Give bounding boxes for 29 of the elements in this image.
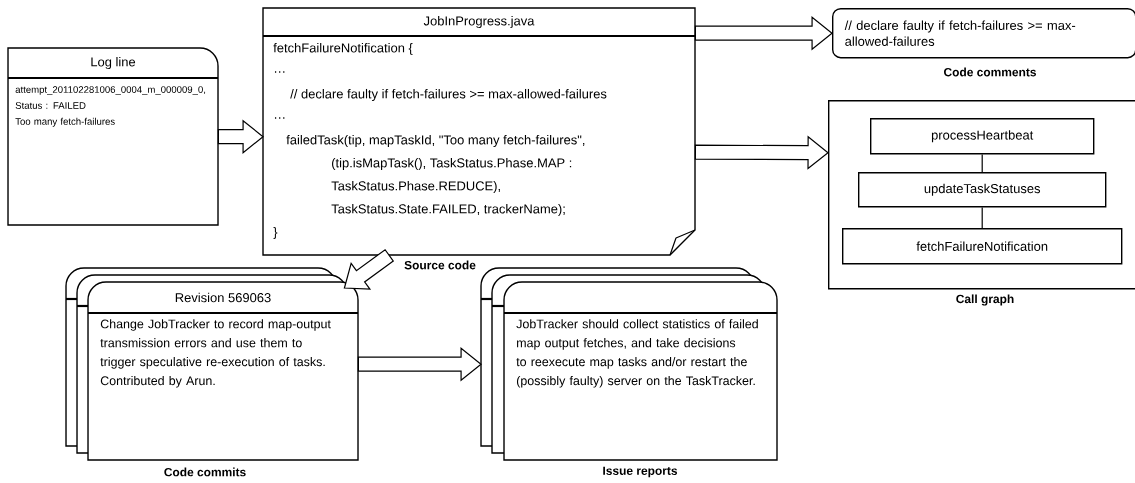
node-label: }	[273, 226, 278, 240]
node-label: TaskStatus.Phase.REDUCE),	[331, 180, 500, 194]
node-label: Code commits	[164, 467, 246, 477]
node-label: TaskStatus.State.FAILED, trackerName);	[331, 203, 565, 217]
node-label: failedTask(tip, mapTaskId, "Too many fetch-failures",	[286, 134, 585, 148]
connector-line	[981, 153, 983, 173]
function-box: updateTaskStatuses	[858, 172, 1107, 208]
log-card: Log line attempt_201102281006_0004_m_000009_0, Status : FAILED Too many fetch-failures	[7, 47, 219, 226]
function-box: processHeartbeat	[870, 118, 1095, 155]
node-label: …	[274, 71, 285, 73]
comment-box: // declare faulty if fetch-failures >= max-allowed-failures	[832, 8, 1135, 59]
block-arrow	[217, 119, 264, 154]
node-label: …	[274, 117, 285, 119]
node-label: // declare faulty if fetch-failures >= max-allowed-failures	[290, 88, 607, 102]
node-label: Code comments	[944, 67, 1036, 77]
node-label: fetchFailureNotification {	[273, 42, 413, 56]
card-stack: Revision 569063 Change JobTracker to record map-output transmission errors and use them to trigger speculative re-execution of tasks. Contributed by Arun.	[65, 267, 359, 461]
function-box: fetchFailureNotification	[842, 228, 1123, 265]
node-label: Call graph	[956, 294, 1014, 306]
block-arrow	[357, 347, 482, 382]
source-code-document: JobInProgress.java fetchFailureNotification { … // declare faulty if fetch-failures >= max-allowed-failures … failedTask(tip, mapTaskId, "Too many fetch-failures", (tip.isMapTask(), TaskStatus.Phase.MAP : TaskStatus.Phase.REDUCE), TaskStatus.State.FAILED, trackerName); }	[262, 7, 696, 256]
connector-line	[981, 206, 983, 229]
node-label: Issue reports	[603, 466, 678, 478]
node-label: Source code	[404, 260, 476, 270]
node-label: JobInProgress.java	[423, 15, 535, 29]
card-stack: JobTracker should collect statistics of failed map output fetches, and take decisions to reexecute map tasks and/or restart the (possibly faulty) server on the TaskTracker.	[480, 267, 778, 461]
block-arrow	[694, 16, 833, 51]
node-label: (tip.isMapTask(), TaskStatus.Phase.MAP :	[332, 157, 572, 171]
block-arrow	[694, 135, 829, 170]
